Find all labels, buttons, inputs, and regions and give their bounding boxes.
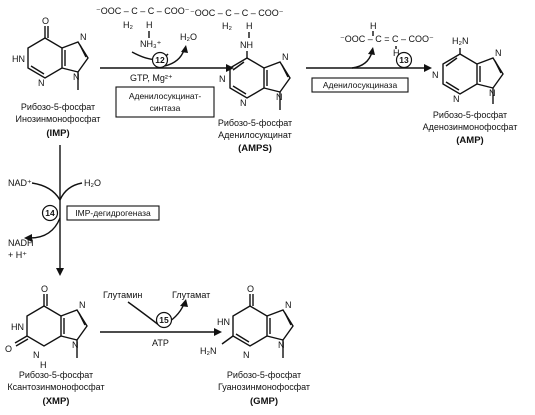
gmp-name: Гуанозинмонофосфат bbox=[218, 382, 310, 392]
r15-glutamate: Глутамат bbox=[172, 290, 210, 300]
amps-n3: N bbox=[240, 98, 247, 108]
gmp-n7: N bbox=[285, 300, 292, 310]
amp-name: Аденозинмонофосфат bbox=[423, 122, 518, 132]
r12-substrate-h: H bbox=[146, 20, 153, 30]
amp-structure: H₂N N N N N Рибозо-5-фосфат Аденозинмоно… bbox=[423, 36, 518, 146]
amps-abbr: (AMPS) bbox=[238, 143, 272, 154]
xmp-sugar: Рибозо-5-фосфат bbox=[19, 370, 93, 380]
amps-structure: ⁻OOC – C – C – COO⁻ H₂ H NH N N N N Рибо… bbox=[190, 8, 292, 154]
r13-enzyme: Аденилосукциназа bbox=[323, 80, 398, 90]
r15-number: 15 bbox=[159, 315, 169, 325]
r12-water: H₂O bbox=[180, 32, 197, 42]
r15-glutamine: Глутамин bbox=[103, 290, 142, 300]
amps-n9: N bbox=[276, 92, 283, 102]
gmp-h2n: H₂N bbox=[200, 346, 217, 356]
gmp-abbr: (GMP) bbox=[250, 396, 278, 407]
xmp-oxygen-left: O bbox=[5, 344, 12, 354]
imp-n7: N bbox=[80, 32, 87, 42]
xmp-structure: O O HN N H N N Рибозо-5-фосфат Ксантозин… bbox=[5, 284, 105, 407]
xmp-hn: HN bbox=[11, 322, 24, 332]
imp-n9: N bbox=[73, 72, 80, 82]
r15-atp: ATP bbox=[152, 338, 169, 348]
r12-substrate-h2: H₂ bbox=[123, 20, 133, 30]
xmp-oxygen-top: O bbox=[41, 284, 48, 294]
imp-sugar: Рибозо-5-фосфат bbox=[21, 102, 95, 112]
r12-substrate-nh3: NH₃⁺ bbox=[140, 39, 162, 49]
xmp-h: H bbox=[40, 360, 47, 370]
amp-abbr: (AMP) bbox=[456, 135, 483, 146]
r13-product-h2: H bbox=[393, 48, 400, 58]
imp-oxygen: O bbox=[42, 16, 49, 26]
amps-name: Аденилосукцинат bbox=[218, 130, 292, 140]
r12-enzyme-line2: синтаза bbox=[150, 103, 181, 113]
reaction-13: ⁻OOC – C = C – COO⁻ H H 13 Аденилосукцин… bbox=[306, 21, 434, 93]
gmp-oxygen: O bbox=[247, 284, 254, 294]
imp-n3: N bbox=[38, 78, 45, 88]
xmp-n3: N bbox=[33, 350, 40, 360]
gmp-structure: O HN H₂N N N N Рибозо-5-фосфат Гуанозинм… bbox=[200, 284, 310, 407]
r14-nadh: NADH bbox=[8, 238, 34, 248]
r14-water: H₂O bbox=[84, 178, 101, 188]
reaction-14: NAD⁺ H₂O NADH + H⁺ 14 IMP-дегидрогеназа bbox=[8, 145, 160, 276]
gmp-sugar: Рибозо-5-фосфат bbox=[227, 370, 301, 380]
amps-sugar: Рибозо-5-фосфат bbox=[218, 118, 292, 128]
amp-n3: N bbox=[453, 94, 460, 104]
gmp-n9: N bbox=[278, 340, 285, 350]
r13-product-h1: H bbox=[370, 21, 377, 31]
xmp-n9: N bbox=[72, 340, 79, 350]
gmp-n3: N bbox=[243, 350, 250, 360]
amps-sub-h2: H₂ bbox=[222, 21, 232, 31]
reaction-15: Глутамин Глутамат 15 ATP bbox=[100, 290, 222, 348]
reaction-12: ⁻OOC – C – C – COO⁻ H₂ H NH₃⁺ H₂O 12 GTP… bbox=[96, 6, 234, 118]
amp-h2n: H₂N bbox=[452, 36, 469, 46]
r12-cofactor: GTP, Mg²⁺ bbox=[130, 73, 173, 83]
amp-n1: N bbox=[432, 70, 439, 80]
xmp-abbr: (XMP) bbox=[43, 396, 70, 407]
r13-product: ⁻OOC – C = C – COO⁻ bbox=[340, 34, 434, 44]
r14-hplus: + H⁺ bbox=[8, 250, 27, 260]
imp-structure: O HN N N N Рибозо-5-фосфат Инозинмонофос… bbox=[12, 16, 100, 139]
r12-number: 12 bbox=[155, 55, 165, 65]
amps-sub-h: H bbox=[246, 21, 253, 31]
amps-nh: NH bbox=[240, 40, 253, 50]
r12-enzyme-line1: Аденилосукцинат- bbox=[129, 91, 202, 101]
r12-substrate: ⁻OOC – C – C – COO⁻ bbox=[96, 6, 190, 16]
imp-name: Инозинмонофосфат bbox=[16, 114, 101, 124]
r13-number: 13 bbox=[399, 55, 409, 65]
amp-n7: N bbox=[495, 48, 502, 58]
r14-nad: NAD⁺ bbox=[8, 178, 32, 188]
imp-hn: HN bbox=[12, 54, 25, 64]
gmp-hn: HN bbox=[217, 317, 230, 327]
r14-number: 14 bbox=[45, 208, 55, 218]
imp-abbr: (IMP) bbox=[46, 128, 69, 139]
amp-sugar: Рибозо-5-фосфат bbox=[433, 110, 507, 120]
amps-n1: N bbox=[219, 74, 226, 84]
r14-enzyme: IMP-дегидрогеназа bbox=[75, 208, 151, 218]
amps-sub-top: ⁻OOC – C – C – COO⁻ bbox=[190, 8, 284, 18]
amp-n9: N bbox=[489, 88, 496, 98]
xmp-name: Ксантозинмонофосфат bbox=[7, 382, 104, 392]
xmp-n7: N bbox=[79, 300, 86, 310]
amps-n7: N bbox=[282, 52, 289, 62]
